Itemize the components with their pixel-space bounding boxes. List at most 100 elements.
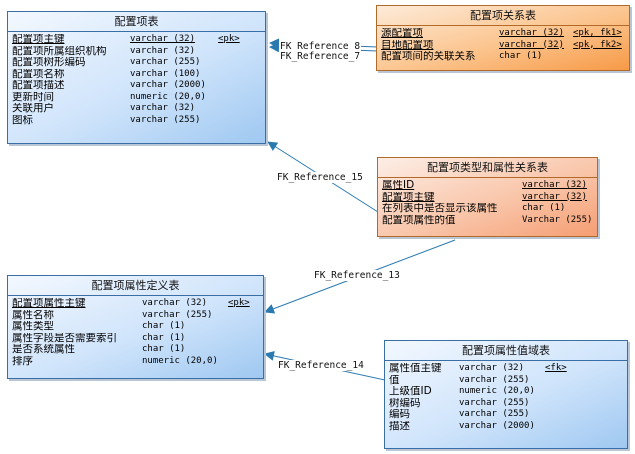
column-name: 排序	[12, 355, 33, 367]
column-row[interactable]: 属性名称 varchar (255)	[12, 310, 259, 322]
column-type: char (1)	[142, 332, 186, 343]
column-key	[228, 344, 262, 356]
column-row[interactable]: 排序 numeric (20,0)	[12, 356, 259, 368]
column-row[interactable]: 编码 varchar (255)	[389, 409, 623, 421]
label-reference-8: FK_Reference_8	[279, 41, 362, 52]
column-row[interactable]: 配置项主键 varchar (32) <pk>	[12, 34, 261, 46]
column-type: varchar (32)	[130, 45, 196, 56]
column-type: varchar (255)	[142, 309, 213, 320]
column-name: 在列表中是否显示该属性	[382, 203, 498, 214]
column-key: <pk>	[228, 298, 250, 308]
column-name: 值	[389, 374, 400, 386]
column-type: varchar (255)	[130, 114, 201, 125]
column-row[interactable]: 配置项所属组织机构 varchar (32)	[12, 46, 261, 58]
entity-config-item[interactable]: 配置项表 配置项主键 varchar (32) <pk> 配置项所属组织机构 varch…	[7, 11, 266, 144]
column-type: varchar (32)	[130, 103, 196, 113]
label-reference-13: FK_Reference_13	[313, 270, 401, 281]
column-name: 配置项主键	[12, 34, 65, 45]
column-name: 源配置项	[381, 28, 423, 39]
column-key: <fk>	[545, 363, 567, 373]
column-name: 配置项属性主键	[12, 298, 86, 309]
column-key	[573, 51, 625, 63]
column-name: 配置项属性的值	[382, 214, 456, 226]
column-key: <pk>	[218, 34, 240, 44]
column-key	[545, 409, 585, 421]
column-name: 属性值主键	[389, 363, 442, 374]
column-key	[218, 115, 262, 127]
column-name: 树编码	[389, 397, 421, 409]
entity-title: 配置项属性值域表	[385, 341, 627, 361]
column-name: 属性字段是否需要索引	[12, 332, 117, 344]
label-reference-15: FK_Reference_15	[276, 172, 364, 183]
column-key	[218, 80, 262, 92]
column-type: varchar (100)	[130, 68, 201, 79]
column-name: 描述	[389, 420, 410, 432]
column-key	[218, 69, 262, 81]
column-row[interactable]: 描述 varchar (2000)	[389, 421, 623, 433]
label-reference-14: FK_Reference_14	[277, 360, 365, 371]
column-type: varchar (32)	[499, 39, 565, 50]
column-type: varchar (32)	[130, 34, 196, 44]
column-key	[545, 421, 585, 433]
column-name: 配置项树形编码	[12, 57, 86, 68]
column-type: char (1)	[522, 203, 566, 213]
column-row[interactable]: 配置项树形编码 varchar (255)	[12, 57, 261, 69]
entity-title: 配置项属性定义表	[8, 276, 263, 296]
column-name: 关联用户	[12, 103, 54, 114]
column-name: 更新时间	[12, 91, 54, 103]
column-name: 是否系统属性	[12, 344, 75, 355]
column-type: char (1)	[142, 321, 186, 331]
column-row[interactable]: 目地配置项 varchar (32) <pk, fk2>	[381, 40, 625, 52]
column-key	[218, 57, 262, 69]
column-type: varchar (2000)	[130, 80, 206, 90]
entity-title: 配置项类型和属性关系表	[378, 158, 597, 178]
column-type: char (1)	[142, 344, 186, 354]
column-key	[218, 46, 262, 58]
column-row[interactable]: 关联用户 varchar (32)	[12, 103, 261, 115]
column-type: varchar (255)	[459, 409, 530, 419]
column-row[interactable]: 值 varchar (255)	[389, 375, 623, 387]
column-key	[218, 92, 262, 104]
column-key	[228, 333, 262, 345]
column-type: varchar (2000)	[459, 420, 535, 431]
column-key: <pk, fk1>	[573, 28, 622, 38]
column-name: 目地配置项	[381, 39, 434, 51]
column-type: varchar (255)	[130, 57, 201, 67]
column-name: 编码	[389, 409, 410, 420]
column-row[interactable]: 在列表中是否显示该属性 char (1)	[382, 203, 593, 215]
column-row[interactable]: 图标 varchar (255)	[12, 115, 261, 127]
column-key: <pk, fk2>	[573, 39, 622, 50]
column-type: varchar (32)	[522, 180, 588, 190]
column-name: 图标	[12, 114, 33, 126]
column-type: numeric (20,0)	[142, 355, 218, 366]
column-key	[228, 321, 262, 333]
column-row[interactable]: 是否系统属性 char (1)	[12, 344, 259, 356]
column-key	[228, 310, 262, 322]
entity-title: 配置项表	[8, 12, 265, 32]
column-name: 属性名称	[12, 309, 54, 321]
column-name: 配置项所属组织机构	[12, 45, 107, 57]
column-row[interactable]: 属性字段是否需要索引 char (1)	[12, 333, 259, 345]
column-type: varchar (255)	[459, 374, 530, 385]
